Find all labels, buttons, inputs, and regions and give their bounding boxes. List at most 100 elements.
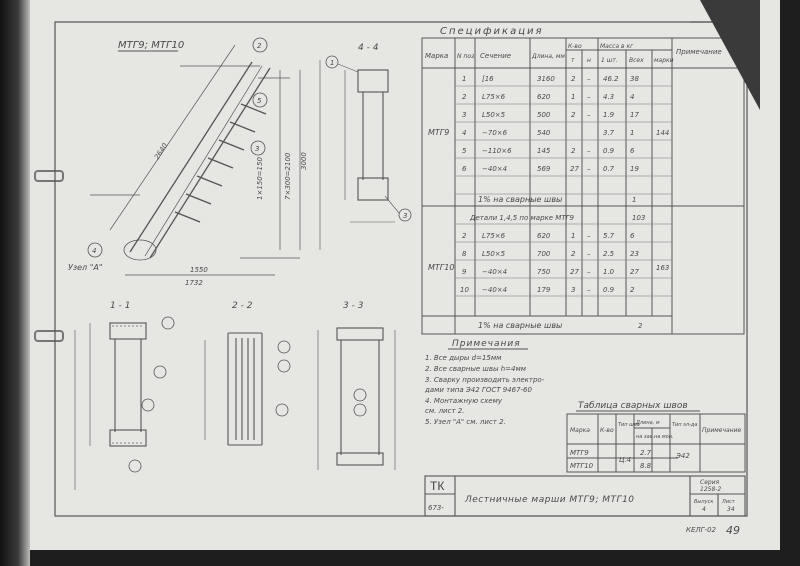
node-a-label: Узел "А" <box>68 263 103 272</box>
svg-text:5.7: 5.7 <box>603 232 615 240</box>
svg-text:540: 540 <box>537 129 551 137</box>
svg-text:L75×6: L75×6 <box>482 93 506 101</box>
spec-h-note: Примечание <box>676 48 722 56</box>
binding-holes <box>34 150 64 360</box>
svg-text:27: 27 <box>570 268 579 276</box>
weld-table-title: Таблица сварных швов <box>578 401 688 411</box>
svg-text:–: – <box>587 268 591 276</box>
svg-text:620: 620 <box>537 232 551 240</box>
spec-h-mark: Марка <box>425 52 448 60</box>
svg-text:179: 179 <box>537 286 551 294</box>
spec-table: Спецификация <box>421 26 745 335</box>
svg-text:2: 2 <box>571 75 576 83</box>
svg-text:2.7: 2.7 <box>640 449 652 457</box>
marker-3: 3 <box>255 145 259 153</box>
section-44-title: 4 - 4 <box>358 43 379 53</box>
section-11-title: 1 - 1 <box>110 301 130 311</box>
tb-sheet-label: Лист <box>721 499 736 505</box>
svg-text:3: 3 <box>462 111 466 119</box>
svg-text:1: 1 <box>630 129 634 137</box>
tb-sheet: 34 <box>727 506 735 513</box>
spec-mtg9-rows: 1 [16 3160 2 – 46.2 38 2 L75×6 620 1 – 4… <box>462 75 639 173</box>
svg-text:−40×4: −40×4 <box>482 286 507 294</box>
dim-1550: 1550 <box>190 266 208 274</box>
svg-text:17: 17 <box>630 111 639 119</box>
svg-text:27: 27 <box>570 165 579 173</box>
section-22-title: 2 - 2 <box>232 301 253 311</box>
dim-2640: 2640 <box>153 141 170 161</box>
svg-text:23: 23 <box>630 250 639 258</box>
svg-text:569: 569 <box>537 165 551 173</box>
wt-h-type: Тип шва <box>618 422 640 428</box>
marker-3b: 3 <box>403 212 407 220</box>
spec-row: 1 [16 3160 2 – 46.2 38 <box>462 75 639 83</box>
corner-shadow <box>700 0 760 110</box>
svg-text:4.3: 4.3 <box>603 93 614 101</box>
spec-mtg10-welds-val: 2 <box>638 322 643 330</box>
svg-text:1.9: 1.9 <box>603 111 615 119</box>
spec-row: 9 −40×4 750 27 – 1.0 27 <box>462 268 639 276</box>
tb-stamp: КЕЛГ-02 <box>686 526 717 534</box>
wt-sub-mon: на мон. <box>654 434 674 440</box>
spec-mtg10-note-val: 103 <box>632 214 645 222</box>
svg-text:L75×6: L75×6 <box>482 232 506 240</box>
section-2-2: 2 - 2 <box>204 301 291 446</box>
marker-2: 2 <box>257 42 262 50</box>
spec-sh-mark: марки <box>654 57 674 64</box>
svg-text:46.2: 46.2 <box>603 75 619 83</box>
note-2: 2. Все сварные швы h=4мм <box>425 365 527 373</box>
wt-sub-zav: на зав. <box>636 434 654 440</box>
spec-row: 3 L50×5 500 2 – 1.9 17 <box>462 111 639 119</box>
binding-shadow <box>0 0 30 566</box>
tb-org: ТК <box>430 479 444 493</box>
svg-text:–: – <box>587 165 591 173</box>
svg-text:[16: [16 <box>482 75 494 83</box>
svg-text:500: 500 <box>537 111 551 119</box>
spec-mtg10-rows: 2 L75×6 620 1 – 5.7 6 8 L50×5 700 2 – 2.… <box>460 232 639 294</box>
spec-mtg9-total: 144 <box>656 129 669 137</box>
svg-text:8: 8 <box>462 250 467 258</box>
svg-text:10: 10 <box>460 286 469 294</box>
svg-text:0.9: 0.9 <box>603 147 615 155</box>
dim-2100: 7×300=2100 <box>284 152 292 200</box>
wt-h-qty: К-во <box>600 427 614 434</box>
svg-text:6: 6 <box>630 232 635 240</box>
spec-row: 6 −40×4 569 27 – 0.7 19 <box>462 165 639 173</box>
section-3-3: 3 - 3 <box>317 301 396 470</box>
svg-text:3.7: 3.7 <box>603 129 615 137</box>
svg-text:−70×6: −70×6 <box>482 129 508 137</box>
svg-text:2: 2 <box>462 232 467 240</box>
svg-text:9: 9 <box>462 268 467 276</box>
dim-3000: 3000 <box>300 152 308 170</box>
weld-table: Таблица сварных швов Марка К-во Тип шва … <box>566 401 746 473</box>
svg-text:2: 2 <box>462 93 467 101</box>
spec-title: Спецификация <box>440 26 544 37</box>
spec-sh-one: 1 шт. <box>601 57 618 64</box>
spec-mtg10-total: 163 <box>656 264 669 272</box>
section-1-1: 1 - 1 <box>74 301 175 490</box>
svg-text:145: 145 <box>537 147 551 155</box>
spec-mtg9-welds: 1% на сварные швы <box>478 195 562 204</box>
svg-text:0.9: 0.9 <box>603 286 615 294</box>
spec-mtg10-mark: МТГ10 <box>428 263 454 272</box>
svg-text:Э42: Э42 <box>675 452 690 460</box>
tb-title: Лестничные марши МТГ9; МТГ10 <box>464 495 635 505</box>
spec-h-pos: N поз. <box>457 53 476 60</box>
svg-text:–: – <box>587 286 591 294</box>
spec-row: 2 L75×6 620 1 – 4.3 4 <box>462 93 634 101</box>
spec-mtg10-note: Детали 1,4,5 по марке МТГ9 <box>469 214 575 222</box>
svg-text:750: 750 <box>537 268 551 276</box>
svg-text:−40×4: −40×4 <box>482 165 507 173</box>
svg-text:–: – <box>587 75 591 83</box>
svg-text:L50×5: L50×5 <box>482 111 506 119</box>
tb-code: 673- <box>428 504 444 512</box>
tb-issue: 4 <box>702 506 706 513</box>
wt-h-el: Тип эл-да <box>672 422 697 428</box>
spec-row: 10 −40×4 179 3 – 0.9 2 <box>460 286 635 294</box>
svg-text:–: – <box>587 93 591 101</box>
note-3b: дами типа Э42 ГОСТ 9467-60 <box>424 386 533 394</box>
wt-h-mark: Марка <box>570 427 590 434</box>
spec-sh-n: н <box>587 57 591 64</box>
note-4: 4. Монтажную схему <box>425 397 503 405</box>
